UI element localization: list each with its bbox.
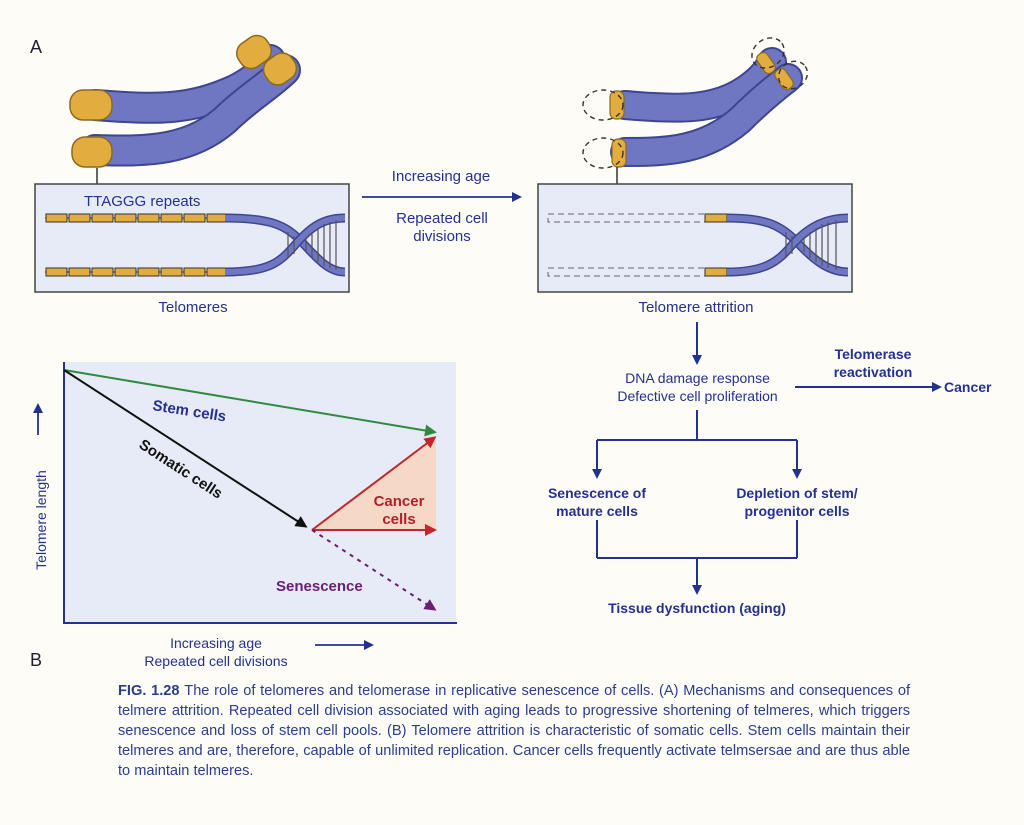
dna-helix-left [224, 213, 346, 277]
y-axis-label: Telomere length [33, 470, 49, 570]
stem-cells-line [63, 369, 437, 437]
chromosome-right [582, 37, 809, 169]
telomere-repeat-block [114, 213, 137, 223]
panel-a-letter: A [30, 37, 43, 57]
telomere-repeat-block [206, 267, 229, 277]
telomere-repeat-block [68, 267, 91, 277]
somatic-cells-line [63, 369, 308, 528]
senescence-label: Senescence [276, 578, 363, 595]
telomere-repeat-block [91, 267, 114, 277]
cancer-up-line [311, 436, 437, 531]
tissue-dysfunction-label: Tissue dysfunction (aging) [608, 600, 786, 616]
shortened-telomere-strands [547, 213, 728, 277]
figure-number: FIG. 1.28 [118, 683, 180, 699]
telomere-repeat-block [45, 267, 68, 277]
telomere-repeat-block [137, 267, 160, 277]
telomere-repeat-block [206, 213, 229, 223]
figure-caption-text: The role of telomeres and telomerase in … [118, 683, 910, 779]
chromosome-left [69, 34, 301, 168]
repeated-divisions-label: Repeated cell divisions [396, 210, 488, 245]
telomere-repeat-blocks [45, 213, 229, 277]
senescence-line [311, 529, 437, 611]
ttaggg-repeats-label: TTAGGG repeats [84, 193, 201, 210]
dna-helix-right [726, 213, 849, 277]
cancer-label: Cancer [944, 379, 992, 395]
telomeres-caption: Telomeres [158, 299, 228, 316]
telomere-repeat-block [137, 213, 160, 223]
telomerase-reactivation-label: Telomerase reactivation [833, 346, 913, 380]
figure-caption: FIG. 1.28 The role of telomeres and telo… [118, 681, 910, 781]
panel-b-letter: B [30, 650, 43, 670]
depletion-label: Depletion of stem/ progenitor cells [736, 485, 858, 519]
telomere-repeat-block [91, 213, 114, 223]
x-axis-label: Increasing age Repeated cell divisions [144, 635, 288, 669]
telomere-repeat-block [114, 267, 137, 277]
flow-connectors [592, 322, 942, 595]
dna-damage-label: DNA damage response Defective cell proli… [617, 370, 778, 404]
telomere-repeat-block [183, 267, 206, 277]
senescence-mature-label: Senescence of mature cells [547, 485, 647, 519]
telomere-repeat-block [160, 213, 183, 223]
cancer-cells-label: Cancer cells [373, 493, 425, 528]
telomere-repeat-block [183, 213, 206, 223]
telomere-attrition-caption: Telomere attrition [638, 299, 754, 316]
increasing-age-label: Increasing age [391, 168, 491, 185]
telomere-repeat-block [68, 213, 91, 223]
telomere-repeat-block [45, 213, 68, 223]
telomere-repeat-block [160, 267, 183, 277]
